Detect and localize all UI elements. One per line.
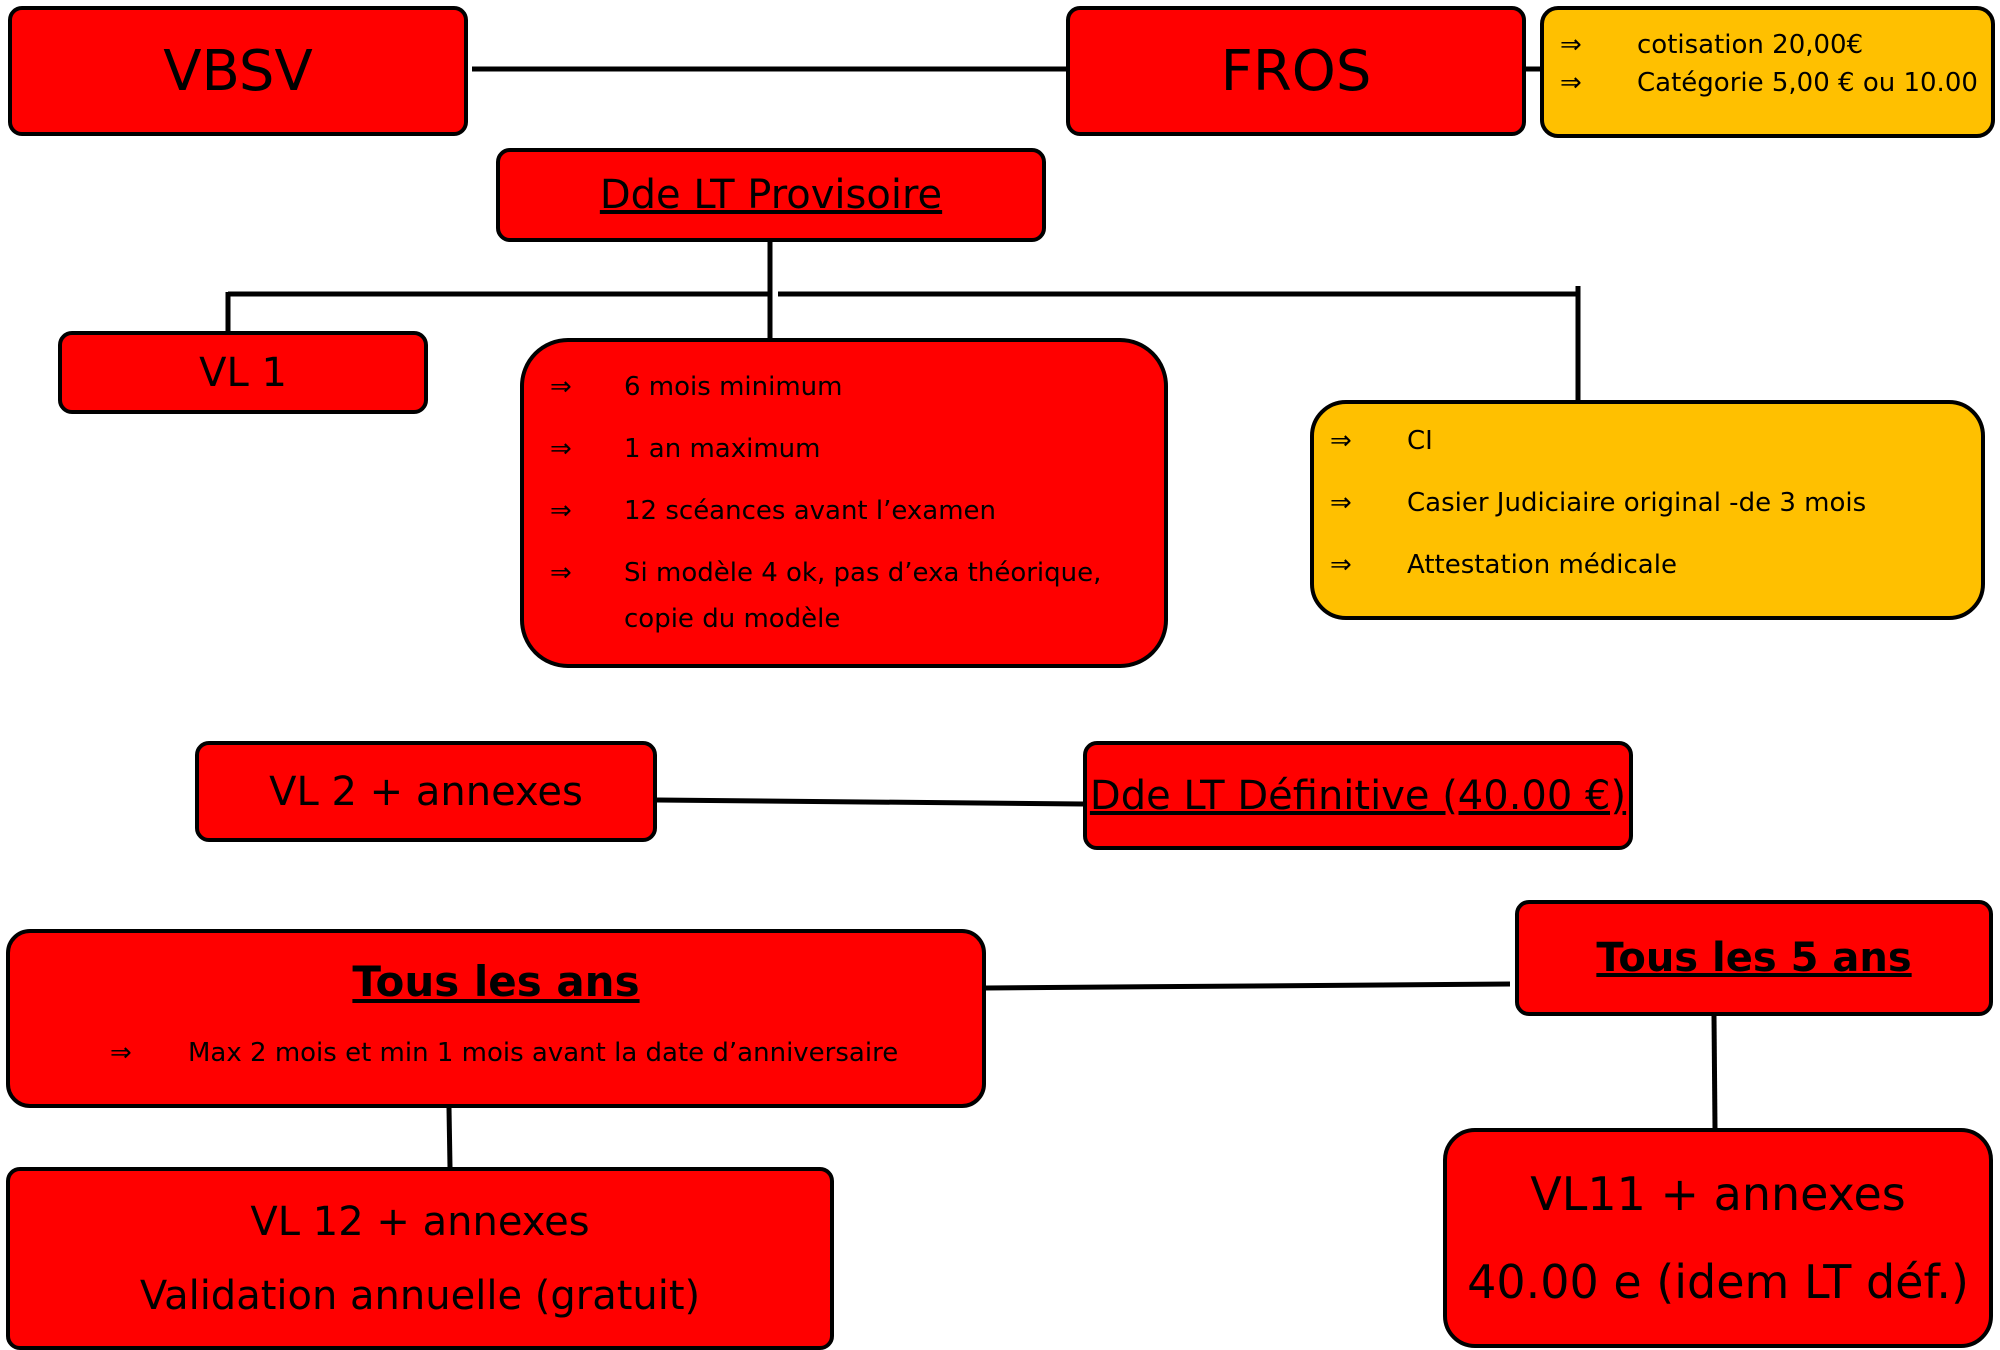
vl2-label: VL 2 + annexes [269, 768, 583, 815]
arrow-icon: ⇒ [1560, 68, 1582, 98]
vl11-line2: 40.00 e (idem LT déf.) [1467, 1255, 1969, 1309]
provisoire-conditions-box: ⇒ 6 mois minimum ⇒ 1 an maximum ⇒ 12 scé… [520, 338, 1168, 668]
vl1-label: VL 1 [199, 349, 287, 396]
dde-definitive-label: Dde LT Définitive (40.00 €) [1089, 772, 1627, 819]
connector-ans-vl12 [446, 1107, 453, 1168]
arrow-icon: ⇒ [550, 372, 572, 402]
document-item: Casier Judiciaire original -de 3 mois [1407, 488, 1867, 518]
fros-info-box: ⇒ cotisation 20,00€ ⇒ Catégorie 5,00 € o… [1540, 6, 1995, 138]
arrow-icon: ⇒ [110, 1038, 132, 1068]
dde-provisoire-box: Dde LT Provisoire [496, 148, 1046, 242]
vl1-box: VL 1 [58, 331, 428, 414]
arrow-icon: ⇒ [550, 496, 572, 526]
condition-item-continued: copie du modèle [624, 604, 841, 634]
vl12-line2: Validation annuelle (gratuit) [139, 1272, 701, 1319]
fros-info-item: Catégorie 5,00 € ou 10.00 [1637, 68, 1978, 98]
tous-les-5-ans-title: Tous les 5 ans [1596, 935, 1912, 981]
condition-item: 6 mois minimum [624, 372, 843, 402]
arrow-icon: ⇒ [1560, 30, 1582, 60]
tous-les-ans-item: Max 2 mois et min 1 mois avant la date d… [188, 1038, 899, 1068]
condition-item: Si modèle 4 ok, pas d’exa théorique, [624, 558, 1102, 588]
arrow-icon: ⇒ [550, 558, 572, 588]
connector-vl2-def [656, 797, 1084, 807]
tous-les-ans-title: Tous les ans [352, 957, 640, 1006]
vl12-box: VL 12 + annexes Validation annuelle (gra… [6, 1167, 834, 1350]
tous-les-5-ans-box: Tous les 5 ans [1515, 900, 1993, 1016]
document-item: CI [1407, 426, 1433, 456]
fros-label: FROS [1220, 38, 1372, 104]
condition-item: 12 scéances avant l’examen [624, 496, 997, 526]
arrow-icon: ⇒ [1330, 488, 1352, 518]
vl11-box: VL11 + annexes 40.00 e (idem LT déf.) [1443, 1128, 1993, 1348]
arrow-icon: ⇒ [550, 434, 572, 464]
connector-ans-5ans [985, 981, 1511, 991]
fros-box: FROS [1066, 6, 1526, 136]
vl2-box: VL 2 + annexes [195, 741, 657, 842]
dde-definitive-box: Dde LT Définitive (40.00 €) [1083, 741, 1633, 850]
vl11-line1: VL11 + annexes [1530, 1167, 1906, 1221]
arrow-icon: ⇒ [1330, 550, 1352, 580]
arrow-icon: ⇒ [1330, 426, 1352, 456]
dde-provisoire-label: Dde LT Provisoire [599, 172, 943, 218]
tous-les-ans-box: Tous les ans ⇒ Max 2 mois et min 1 mois … [6, 929, 986, 1108]
connector-5ans-vl11 [1711, 1015, 1718, 1129]
vbsv-label: VBSV [163, 38, 313, 104]
fros-info-item: cotisation 20,00€ [1637, 30, 1864, 60]
document-item: Attestation médicale [1407, 550, 1677, 580]
vbsv-box: VBSV [8, 6, 468, 136]
vl12-line1: VL 12 + annexes [250, 1198, 590, 1245]
documents-box: ⇒ CI ⇒ Casier Judiciaire original -de 3 … [1310, 400, 1985, 620]
condition-item: 1 an maximum [624, 434, 821, 464]
